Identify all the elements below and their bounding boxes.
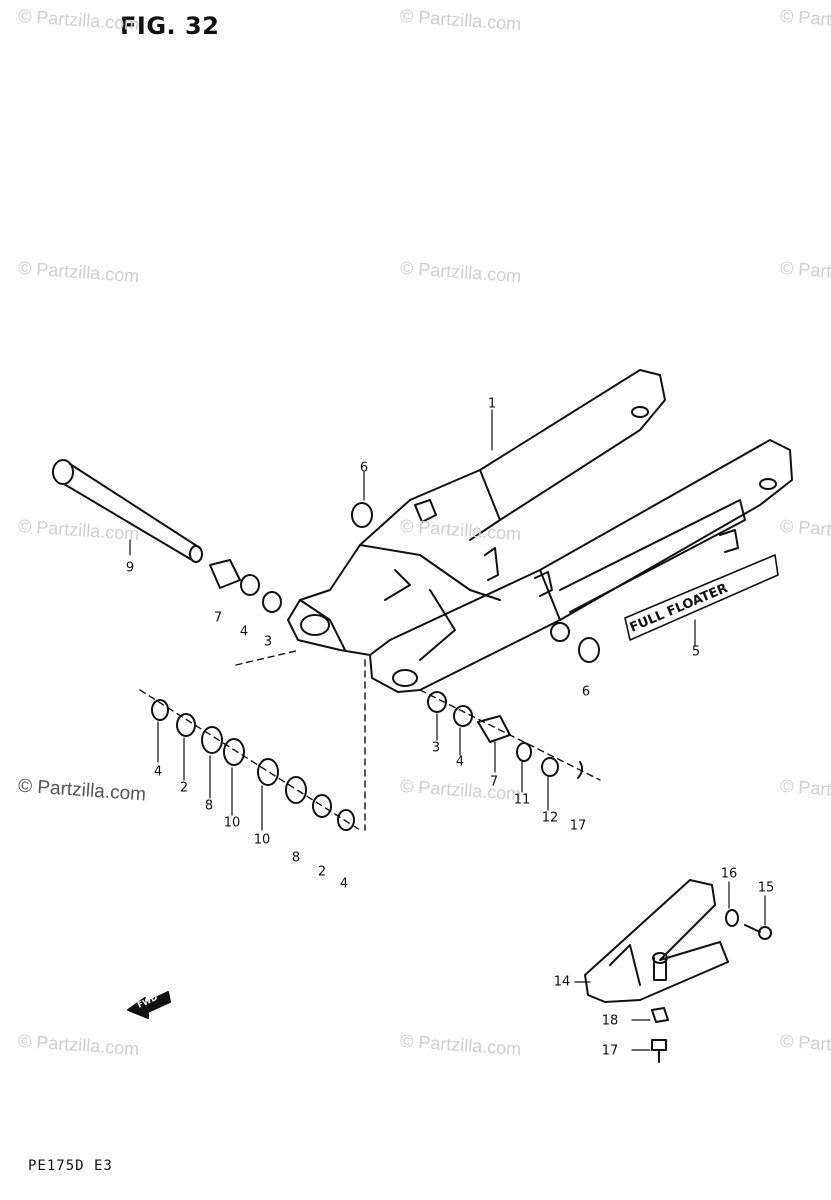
torque-arm [584,879,772,1063]
callout-label: 7 [213,610,223,626]
fwd-arrow [127,991,171,1019]
callout-label: 2 [317,864,327,880]
callout-label: 3 [431,740,441,756]
callout-label: 16 [720,866,738,882]
callout-label: 7 [489,774,499,790]
figure-code: PE175D E3 [28,1158,113,1174]
callout-label: 5 [691,644,701,660]
callout-label: 8 [204,798,214,814]
callout-label: 14 [553,974,571,990]
dust-seal-upper [351,502,373,528]
callout-label: 12 [541,810,559,826]
callout-label: 2 [179,780,189,796]
pivot-shaft [52,459,203,563]
callout-label: 4 [239,624,249,640]
leader-lines [129,409,766,1051]
callout-label: 4 [153,764,163,780]
callout-label: 3 [263,634,273,650]
decal-label: FULL FLOATER [628,581,730,636]
callout-label: 17 [601,1043,619,1059]
callout-label: 9 [125,560,135,576]
bearing-row-left [151,699,355,831]
callout-label: 11 [513,792,531,808]
figure-title: FIG. 32 [120,12,220,40]
callout-label: 4 [339,876,349,892]
callout-label: 1 [487,396,497,412]
callout-label: 6 [359,460,369,476]
bearing-row-right [427,691,584,779]
callout-label: 4 [455,754,465,770]
callout-label: 18 [601,1013,619,1029]
full-floater-decal [624,554,779,641]
callout-label: 6 [581,684,591,700]
callout-label: 10 [223,815,241,831]
bushing-set-left [209,559,282,613]
callout-label: 10 [253,832,271,848]
callout-label: 17 [569,818,587,834]
swingarm [287,369,793,693]
dust-seal-lower [578,637,600,663]
callout-label: 8 [291,850,301,866]
callout-label: 15 [757,880,775,896]
